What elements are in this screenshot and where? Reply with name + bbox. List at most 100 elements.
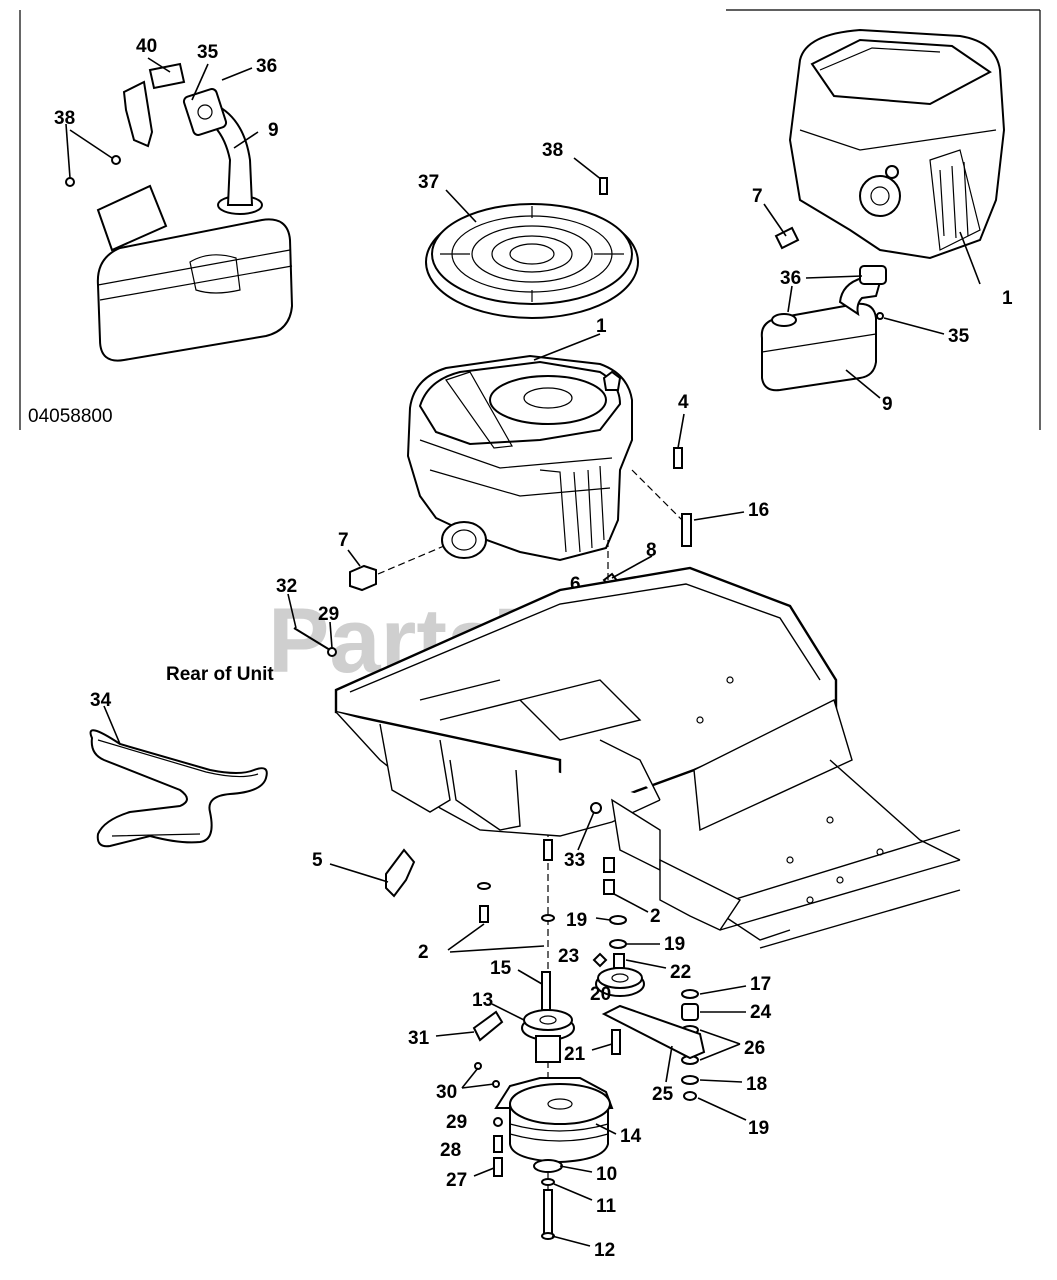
- callout-24[interactable]: 24: [750, 1002, 772, 1023]
- callout-29b[interactable]: 29: [446, 1112, 467, 1133]
- callout-38a[interactable]: 38: [54, 108, 75, 129]
- callout-1a[interactable]: 1: [596, 316, 607, 337]
- callout-30[interactable]: 30: [436, 1082, 457, 1103]
- callout-20[interactable]: 20: [590, 984, 611, 1005]
- callout-12[interactable]: 12: [594, 1240, 615, 1261]
- clutch-14: [494, 1077, 614, 1164]
- callout-6[interactable]: 6: [570, 574, 581, 595]
- leader-5: [329, 863, 389, 883]
- spacer-28: [493, 1135, 503, 1153]
- callout-29a[interactable]: 29: [318, 604, 339, 625]
- callout-1b[interactable]: 1: [1002, 288, 1013, 309]
- callout-25[interactable]: 25: [652, 1084, 674, 1105]
- callout-35a[interactable]: 35: [197, 42, 219, 63]
- bolt-32: [293, 627, 331, 651]
- leader-33: [577, 811, 595, 851]
- leader-9a: [233, 131, 259, 149]
- nut-29a: [327, 647, 337, 657]
- axis-7: [377, 545, 445, 575]
- callout-14[interactable]: 14: [620, 1126, 642, 1147]
- grease-23: [592, 952, 608, 968]
- leader-29a: [329, 621, 333, 649]
- spacer-27: [493, 1157, 503, 1177]
- callout-27[interactable]: 27: [446, 1170, 467, 1191]
- nut-35-right: [876, 312, 884, 320]
- bolt-38-left-a: [111, 155, 121, 165]
- callout-2a[interactable]: 2: [418, 942, 429, 963]
- callout-16[interactable]: 16: [748, 500, 769, 521]
- callout-2b[interactable]: 2: [650, 906, 661, 927]
- callout-35b[interactable]: 35: [948, 326, 970, 347]
- callout-10[interactable]: 10: [596, 1164, 617, 1185]
- leader-36b-1: [805, 275, 863, 279]
- callout-5[interactable]: 5: [312, 850, 323, 871]
- muffler-assembly-left: [96, 62, 294, 362]
- axis-16: [631, 469, 683, 521]
- leader-35b: [883, 317, 945, 335]
- callout-28[interactable]: 28: [440, 1140, 461, 1161]
- callout-36b[interactable]: 36: [780, 268, 801, 289]
- leader-38a-2: [69, 129, 113, 159]
- callout-22[interactable]: 22: [670, 962, 691, 983]
- callout-7a[interactable]: 7: [752, 186, 763, 207]
- callout-9b[interactable]: 9: [882, 394, 893, 415]
- leader-32: [287, 593, 297, 629]
- leader-12: [551, 1235, 591, 1247]
- callout-31[interactable]: 31: [408, 1028, 430, 1049]
- leader-25: [665, 1045, 673, 1083]
- callout-34[interactable]: 34: [90, 690, 112, 711]
- washer-10: [533, 1159, 563, 1173]
- callout-15[interactable]: 15: [490, 958, 512, 979]
- callout-7b[interactable]: 7: [338, 530, 349, 551]
- callout-18[interactable]: 18: [746, 1074, 767, 1095]
- callout-19a[interactable]: 19: [566, 910, 587, 931]
- engine-alt-right: [774, 28, 1006, 260]
- callout-11[interactable]: 11: [596, 1196, 617, 1217]
- callout-9a[interactable]: 9: [268, 120, 279, 141]
- chassis-frame: [334, 566, 961, 949]
- leader-2a-1: [447, 923, 485, 951]
- bolt-2-center: [543, 839, 553, 861]
- callout-32[interactable]: 32: [276, 576, 297, 597]
- callout-33[interactable]: 33: [564, 850, 585, 871]
- washer-2-center: [541, 914, 555, 922]
- leader-26b: [699, 1043, 741, 1061]
- callout-38b[interactable]: 38: [542, 140, 563, 161]
- air-cleaner-cover: [425, 203, 639, 319]
- callout-26[interactable]: 26: [744, 1038, 765, 1059]
- belt-34: [89, 729, 268, 848]
- pulley-13: [521, 1009, 575, 1063]
- callout-36a[interactable]: 36: [256, 56, 277, 77]
- nut-29b: [493, 1117, 503, 1127]
- callout-4[interactable]: 4: [678, 392, 689, 413]
- leader-11: [553, 1183, 593, 1201]
- callout-19b[interactable]: 19: [664, 934, 685, 955]
- leader-37: [445, 189, 477, 223]
- leader-1b: [959, 231, 981, 285]
- callout-40[interactable]: 40: [136, 36, 157, 57]
- idler-pulley-20: [595, 967, 645, 997]
- washer-17: [681, 989, 699, 999]
- bolt-38-center: [599, 177, 608, 195]
- leader-2b: [613, 893, 649, 913]
- bolt-38-left-b: [65, 177, 75, 187]
- leader-14: [595, 1123, 617, 1135]
- note-rear-of-unit: Rear of Unit: [166, 664, 274, 685]
- spacer-22: [613, 953, 625, 969]
- spacer-2-right-b: [603, 879, 615, 895]
- leader-10: [559, 1165, 593, 1173]
- pin-21: [611, 1029, 621, 1055]
- diagram-id: 04058800: [28, 406, 113, 427]
- leader-36a: [221, 67, 253, 81]
- callout-21[interactable]: 21: [564, 1044, 586, 1065]
- bolt-4: [673, 447, 683, 469]
- bracket-5: [385, 848, 416, 898]
- callout-13[interactable]: 13: [472, 990, 493, 1011]
- callout-37[interactable]: 37: [418, 172, 439, 193]
- callout-23[interactable]: 23: [558, 946, 579, 967]
- callout-8[interactable]: 8: [646, 540, 657, 561]
- callout-19c[interactable]: 19: [748, 1118, 769, 1139]
- muffler-alt-right: [760, 265, 887, 392]
- callout-17[interactable]: 17: [750, 974, 771, 995]
- leader-22: [625, 959, 667, 969]
